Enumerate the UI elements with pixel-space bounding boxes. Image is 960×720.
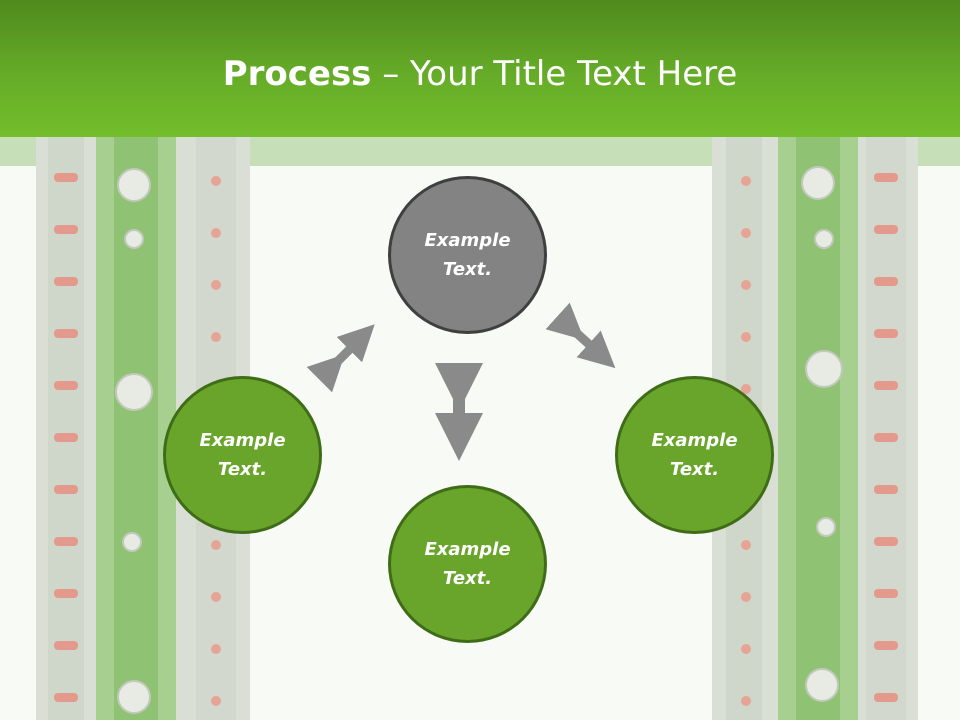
arrow-top-right [545,302,616,369]
title-rest: – Your Title Text Here [371,54,738,94]
node-left: Example Text. [163,376,322,534]
arrow-top-left [306,324,375,393]
slide-title: Process – Your Title Text Here [0,52,960,96]
title-banner [0,0,960,137]
node-right-label: Example Text. [651,430,738,480]
node-bottom-label: Example Text. [424,539,511,589]
node-bottom: Example Text. [388,485,547,643]
node-right: Example Text. [615,376,774,534]
node-top-label: Example Text. [424,230,511,280]
node-left-label: Example Text. [199,430,286,480]
node-top: Example Text. [388,176,547,334]
title-bold: Process [222,54,372,94]
